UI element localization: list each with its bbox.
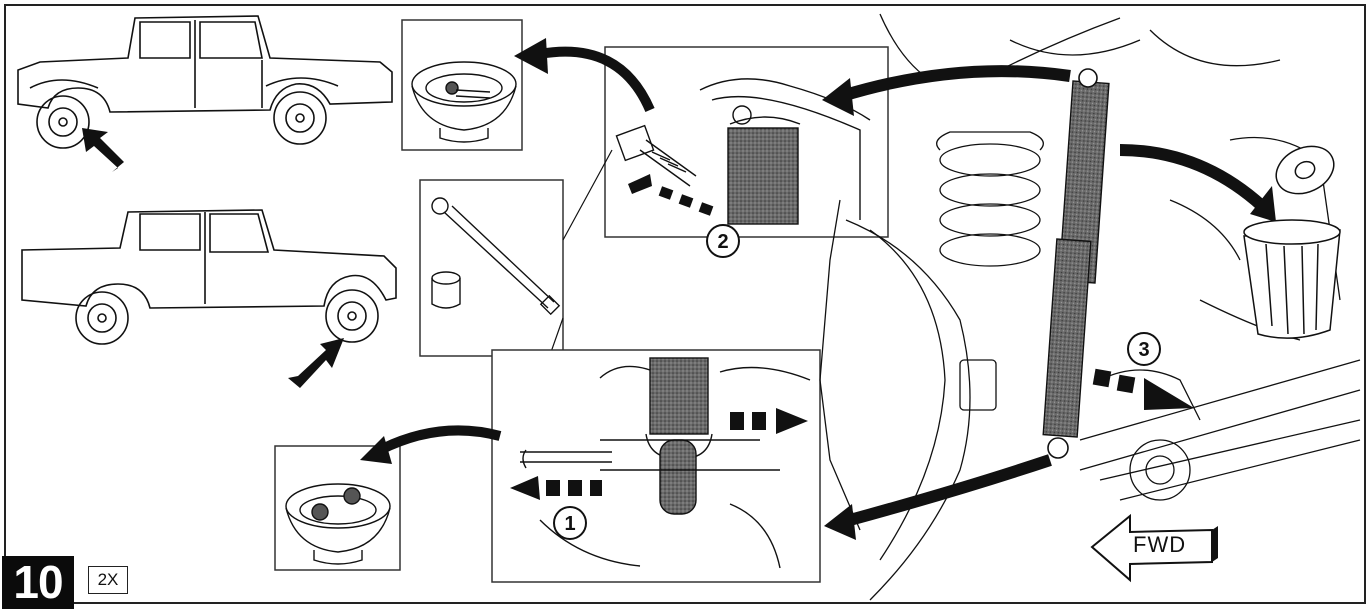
parts-tray-icon xyxy=(285,483,391,565)
upper-tray-inset xyxy=(401,19,523,151)
ratchet-icon xyxy=(431,197,561,316)
parts-tray-icon xyxy=(411,61,517,143)
callout-1: 1 xyxy=(553,506,587,540)
shock-absorber xyxy=(1042,68,1110,459)
remove-arrow xyxy=(377,425,502,455)
step-number: 10 xyxy=(2,556,74,609)
fwd-label: FWD xyxy=(1133,532,1187,557)
wheel-pointer-arrow xyxy=(288,338,344,388)
remove-arrow xyxy=(539,46,655,113)
trash-can-icon xyxy=(1243,145,1341,339)
jeep-4door-icon xyxy=(17,15,393,149)
tool-inset xyxy=(419,179,564,357)
callout-3: 3 xyxy=(1127,332,1161,366)
fwd-arrow-icon xyxy=(1090,513,1218,583)
wheel-pointer-arrow xyxy=(82,128,124,172)
socket-icon xyxy=(431,271,461,309)
lower-tray-inset xyxy=(274,445,401,571)
figure-frame xyxy=(4,4,1366,604)
quantity-badge: 2X xyxy=(88,566,128,594)
callout-2: 2 xyxy=(706,224,740,258)
jeep-pickup-icon xyxy=(21,209,397,345)
